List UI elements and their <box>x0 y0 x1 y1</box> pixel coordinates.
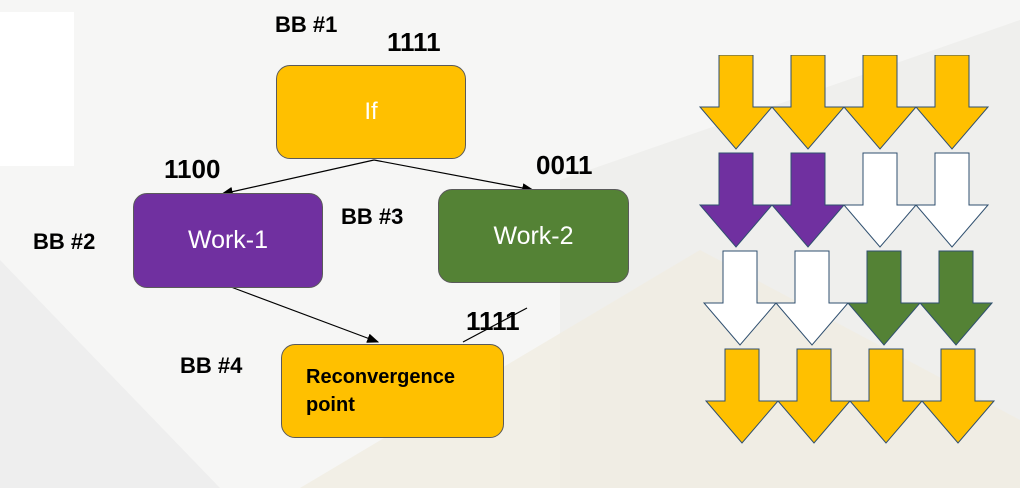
thread-arrow-r4-c1-reconv <box>704 348 780 444</box>
thread-arrow-r2-c1-work1 <box>698 152 774 248</box>
thread-arrow-r3-c2-inactive <box>774 250 850 346</box>
bb1-label: BB #1 <box>275 12 338 37</box>
bb2-label: BB #2 <box>33 229 96 254</box>
work-2-block: Work-2 <box>438 189 629 283</box>
thread-arrow-r1-c2-if <box>770 55 846 150</box>
thread-arrow-r1-c3-if <box>842 55 918 150</box>
thread-arrow-r2-c4-inactive <box>914 152 990 248</box>
work-1-block-label: Work-1 <box>187 226 269 254</box>
thread-arrow-r3-c3-work2 <box>846 250 922 346</box>
thread-arrow-r1-c4-if <box>914 55 990 150</box>
thread-arrow-r2-c2-work1 <box>770 152 846 248</box>
thread-lanes <box>698 55 996 444</box>
if-block: If <box>276 65 466 159</box>
bb2-active-mask: 1100 <box>164 154 221 184</box>
thread-arrow-r1-c1-if <box>698 55 774 150</box>
thread-arrow-r4-c4-reconv <box>920 348 996 444</box>
bb4-label: BB #4 <box>180 353 243 378</box>
bb1-active-mask: 1111 <box>387 27 441 57</box>
thread-arrow-r4-c2-reconv <box>776 348 852 444</box>
bb3-active-mask: 0011 <box>536 150 593 180</box>
thread-arrow-r3-c4-work2 <box>918 250 994 346</box>
bb4-active-mask: 1111 <box>466 306 520 336</box>
work-2-block-label: Work-2 <box>493 221 574 250</box>
thread-arrow-r3-c1-inactive <box>702 250 778 346</box>
work-1-block: Work-1 <box>133 193 323 288</box>
thread-arrow-r4-c3-reconv <box>848 348 924 444</box>
bb3-label: BB #3 <box>341 204 404 229</box>
reconvergence-block-label: Reconvergence point <box>306 366 455 416</box>
thread-arrow-r2-c3-inactive <box>842 152 918 248</box>
white-panel <box>0 12 74 166</box>
reconvergence-block: Reconvergence point <box>281 344 504 438</box>
if-block-label: If <box>364 98 378 125</box>
